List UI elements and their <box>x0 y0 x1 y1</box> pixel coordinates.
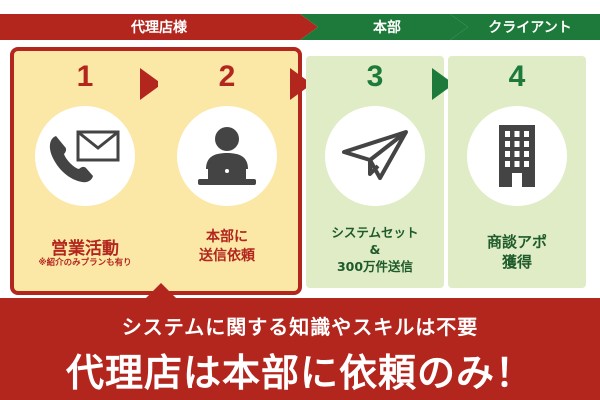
header-hq-label: 本部 <box>373 20 401 36</box>
phone-mail-icon <box>49 130 120 183</box>
paper-plane-icon <box>342 130 408 180</box>
step-title-line2: 送信依頼 <box>199 248 255 264</box>
banner-headline: 代理店は本部に依頼のみ！ <box>65 351 534 395</box>
step-title: 商談アポ 獲得 <box>448 232 586 272</box>
bottom-banner: システムに関する知識やスキルは不要 代理店は本部に依頼のみ！ <box>0 298 600 400</box>
icon-circle <box>177 106 277 206</box>
header-client-label: クライアント <box>488 20 572 36</box>
step-number: 4 <box>508 60 526 93</box>
step-title: 営業活動 <box>51 239 119 259</box>
step-number: 1 <box>76 60 94 93</box>
step-note: ※紹介のみプランも有り <box>38 258 132 268</box>
step-number: 3 <box>366 60 384 93</box>
step-number: 2 <box>218 60 236 93</box>
step-title-line1: 商談アポ <box>486 233 547 251</box>
step-title: システムセット & 300万件送信 <box>306 224 444 275</box>
header-hq-ribbon: 本部 <box>300 14 468 40</box>
step-card-2: 2 本部に 送信依頼 <box>158 56 296 288</box>
header-client-ribbon: クライアント <box>450 14 600 40</box>
step-title-line3: 300万件送信 <box>336 259 414 274</box>
step-card-1: 1 営業活動 ※紹介のみプランも有り <box>16 56 154 288</box>
header-agency-label: 代理店様 <box>131 20 187 36</box>
step-title-line1: 本部に <box>206 229 248 245</box>
banner-subtitle: システムに関する知識やスキルは不要 <box>121 315 479 339</box>
icon-circle <box>35 106 135 206</box>
step-title-line2: & <box>369 242 381 257</box>
header-agency-ribbon: 代理店様 <box>0 14 318 40</box>
laptop-user-icon <box>198 127 256 185</box>
icon-circle <box>325 106 425 206</box>
icon-circle <box>467 106 567 206</box>
step-title-line1: システムセット <box>331 225 419 240</box>
step-card-4: 4 商談アポ 獲得 <box>448 56 586 288</box>
step-title: 本部に 送信依頼 <box>158 228 296 266</box>
step-card-3: 3 システムセット & 300万件送信 <box>306 56 444 288</box>
step-title-line2: 獲得 <box>501 253 532 271</box>
building-icon <box>499 125 535 187</box>
